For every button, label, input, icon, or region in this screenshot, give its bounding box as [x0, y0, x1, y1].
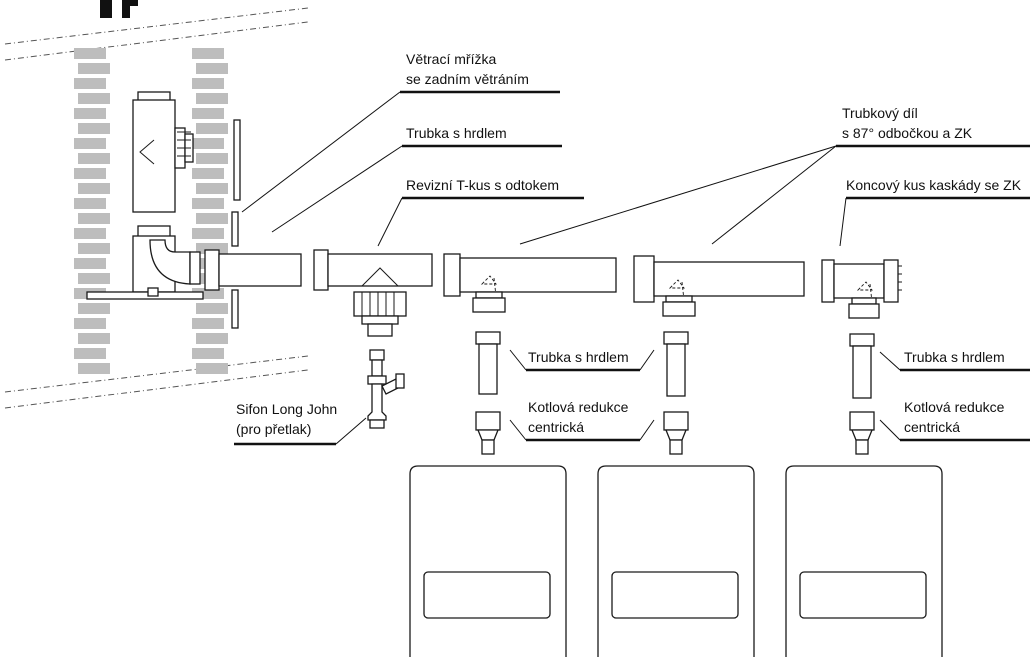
wall-brick	[78, 213, 110, 224]
wall-brick	[192, 48, 224, 59]
wall-brick	[196, 153, 228, 164]
wall-brick	[78, 363, 110, 374]
wall-brick	[74, 78, 106, 89]
label-reducer-right-2: centrická	[904, 419, 960, 435]
wall-brick	[78, 243, 110, 254]
wall-brick	[74, 168, 106, 179]
wall-bricks-left	[74, 48, 110, 374]
wall-brick	[78, 123, 110, 134]
wall-brick	[196, 123, 228, 134]
wall-brick	[192, 228, 224, 239]
vertical-pipe-left	[475, 331, 501, 395]
wall-brick	[78, 63, 110, 74]
wall-brick	[196, 183, 228, 194]
wall-brick	[78, 333, 110, 344]
wall-brick	[78, 93, 110, 104]
wall-brick	[74, 48, 106, 59]
wall-brick	[78, 303, 110, 314]
cropped-heading-fragment-2	[122, 0, 138, 18]
wall-brick	[192, 288, 224, 299]
tube-87-branch-middle	[633, 255, 805, 317]
siphon-long-john	[367, 349, 405, 429]
wall-brick	[74, 138, 106, 149]
wall-brick	[192, 318, 224, 329]
boiler-reducer-left	[475, 411, 501, 455]
vertical-pipe-right	[849, 333, 875, 399]
label-siphon-2: (pro přetlak)	[236, 421, 311, 437]
wall-boundary-lines	[4, 7, 309, 409]
wall-brick	[74, 228, 106, 239]
label-end-piece: Koncový kus kaskády se ZK	[846, 177, 1022, 193]
vertical-pipe-middle	[663, 331, 689, 397]
wall-brick	[192, 78, 224, 89]
wall-brick	[74, 348, 106, 359]
wall-brick	[74, 318, 106, 329]
wall-brick	[192, 348, 224, 359]
cropped-heading-fragment	[100, 0, 112, 18]
wall-brick	[74, 258, 106, 269]
boiler-reducer-middle	[663, 411, 689, 455]
wall-brick	[192, 138, 224, 149]
wall-brick	[192, 198, 224, 209]
wall-brick	[78, 183, 110, 194]
wall-brick	[196, 303, 228, 314]
label-vent-grille-2: se zadním větráním	[406, 71, 529, 87]
wall-brick	[74, 198, 106, 209]
label-tube-87-2: s 87° odbočkou a ZK	[842, 125, 973, 141]
pipe-with-socket-left	[204, 249, 302, 291]
boiler-reducer-right	[849, 411, 875, 455]
wall-brick	[196, 213, 228, 224]
wall-brick	[78, 273, 110, 284]
label-reducer-mid-2: centrická	[528, 419, 584, 435]
elbow-fitting	[86, 225, 204, 300]
boiler-middle	[597, 465, 755, 657]
boiler-right	[785, 465, 943, 657]
wall-brick	[192, 168, 224, 179]
label-pipe-socket-mid: Trubka s hrdlem	[528, 349, 629, 365]
leader-lines	[241, 91, 901, 445]
inspection-tee	[313, 249, 433, 337]
label-tube-87-1: Trubkový díl	[842, 105, 918, 121]
wall-bricks-right	[192, 48, 228, 374]
cascade-end-piece	[821, 259, 902, 319]
label-siphon-1: Sifon Long John	[236, 401, 337, 417]
wall-brick	[196, 93, 228, 104]
boiler-left	[409, 465, 567, 657]
vent-grille-plates	[231, 119, 241, 329]
wall-brick	[192, 108, 224, 119]
label-vent-grille-1: Větrací mřížka	[406, 51, 496, 67]
vertical-tee-fitting	[132, 91, 194, 213]
wall-brick	[196, 63, 228, 74]
tube-87-branch-left	[443, 253, 617, 313]
label-underlines	[234, 90, 1030, 446]
wall-brick	[196, 333, 228, 344]
wall-brick	[74, 108, 106, 119]
wall-brick	[78, 153, 110, 164]
label-pipe-socket-top: Trubka s hrdlem	[406, 125, 507, 141]
wall-brick	[196, 363, 228, 374]
label-pipe-socket-right: Trubka s hrdlem	[904, 349, 1005, 365]
label-inspection-tee: Revizní T-kus s odtokem	[406, 177, 559, 193]
wall-brick	[196, 243, 228, 254]
label-reducer-mid-1: Kotlová redukce	[528, 399, 629, 415]
label-reducer-right-1: Kotlová redukce	[904, 399, 1005, 415]
